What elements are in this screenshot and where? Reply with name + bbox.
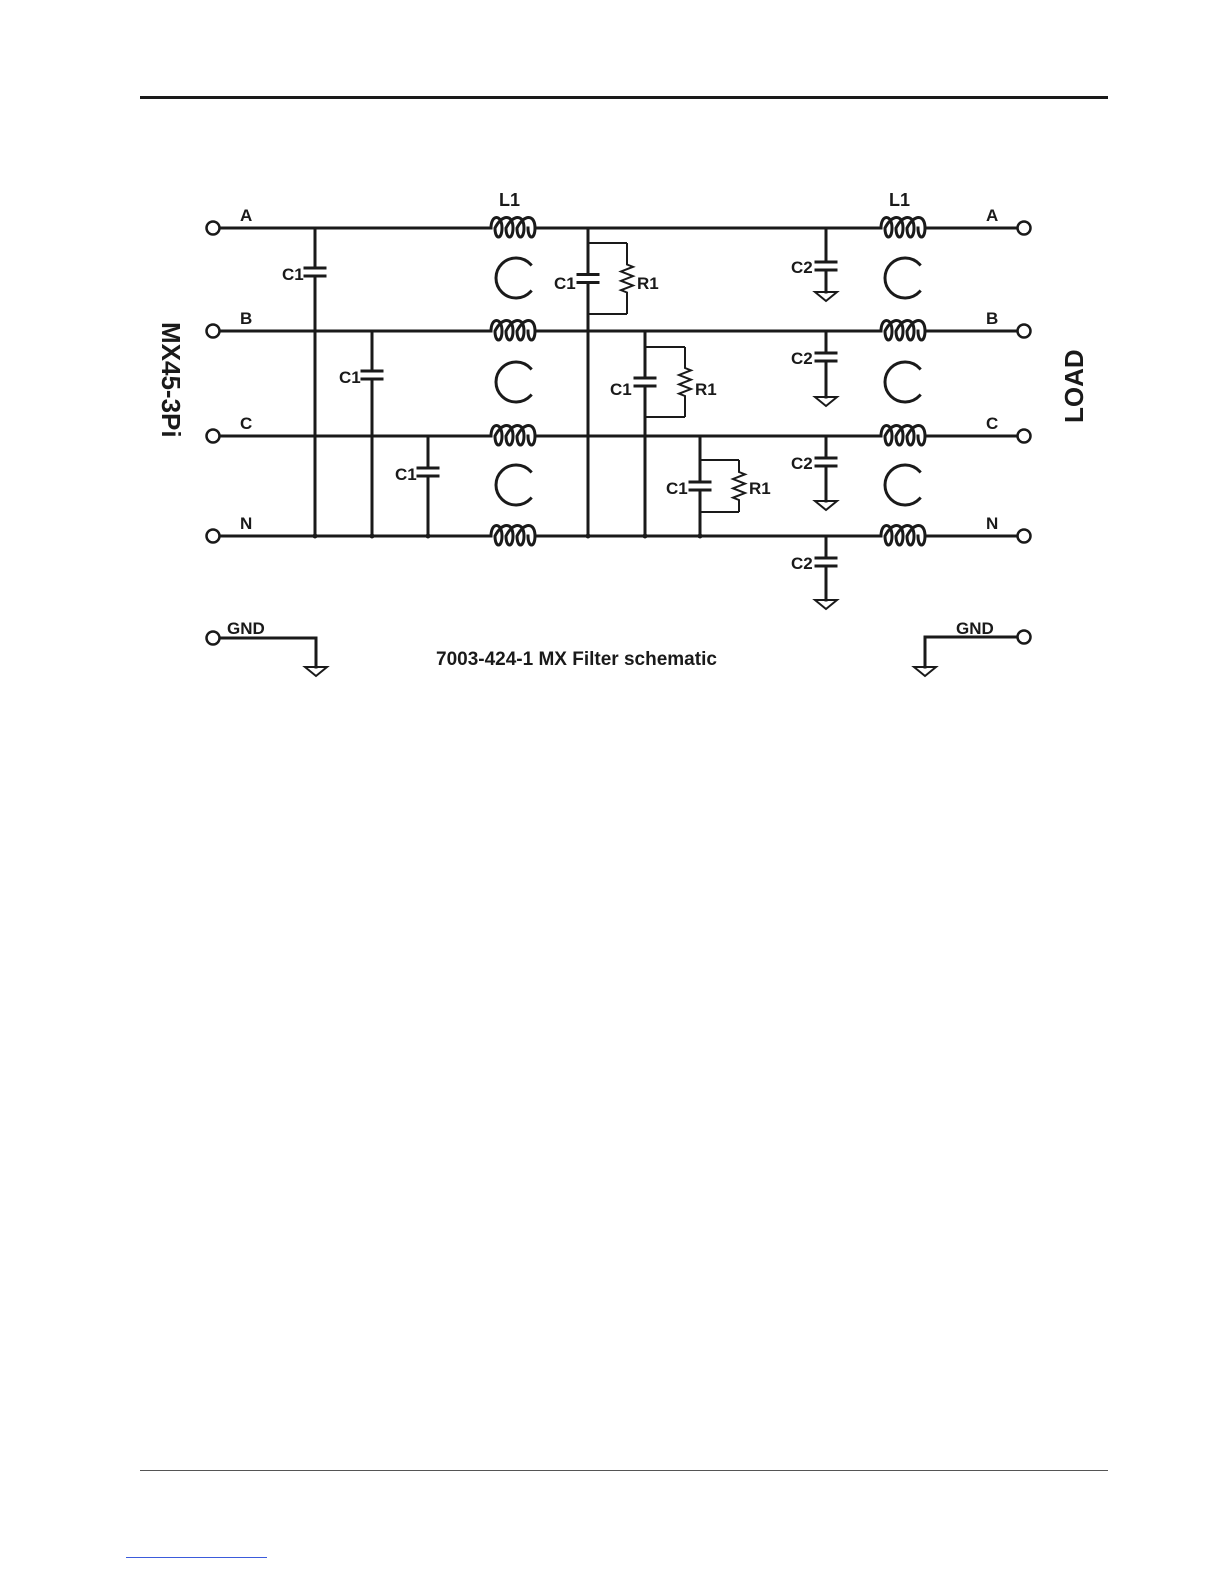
rc-2-r1-resistor bbox=[679, 347, 691, 417]
rc-1-r1-label: R1 bbox=[637, 274, 659, 293]
inductor-l1-left-c bbox=[486, 426, 542, 446]
footer-link-underline[interactable] bbox=[126, 1557, 267, 1558]
line-label-left-a: A bbox=[240, 206, 252, 225]
c2-1-label: C2 bbox=[791, 258, 813, 277]
line-label-left-b: B bbox=[240, 309, 252, 328]
footer-rule bbox=[140, 1470, 1108, 1471]
source-label: MX45-3Pi bbox=[156, 322, 186, 438]
c1-left-3-label: C1 bbox=[395, 465, 417, 484]
choke-core-3 bbox=[496, 465, 531, 505]
rc-3-c1-label: C1 bbox=[666, 479, 688, 498]
rc-3-r1-resistor bbox=[733, 460, 745, 512]
junction-left-1 bbox=[313, 534, 318, 539]
inductor-label-left: L1 bbox=[499, 190, 520, 210]
c2-3-label: C2 bbox=[791, 454, 813, 473]
inductor-label-right: L1 bbox=[889, 190, 910, 210]
choke-core-5 bbox=[885, 362, 920, 402]
c1-left-2-label: C1 bbox=[339, 368, 361, 387]
terminal-right-gnd bbox=[1018, 631, 1031, 644]
terminal-left-c bbox=[207, 430, 220, 443]
line-label-right-c: C bbox=[986, 414, 998, 433]
inductor-l1-right-b bbox=[876, 321, 932, 341]
c2-4-label: C2 bbox=[791, 554, 813, 573]
inductor-l1-left-a bbox=[486, 218, 542, 238]
rc-3-r1-label: R1 bbox=[749, 479, 771, 498]
rc-2-c1-label: C1 bbox=[610, 380, 632, 399]
terminal-left-b bbox=[207, 325, 220, 338]
c2-2-label: C2 bbox=[791, 349, 813, 368]
rc-2-r1-label: R1 bbox=[695, 380, 717, 399]
c1-left-1-label: C1 bbox=[282, 265, 304, 284]
rc-1-r1-resistor bbox=[621, 243, 633, 314]
line-label-right-b: B bbox=[986, 309, 998, 328]
line-label-left-c: C bbox=[240, 414, 252, 433]
line-label-left-n: N bbox=[240, 514, 252, 533]
gnd-right-label: GND bbox=[956, 619, 994, 638]
terminal-left-n bbox=[207, 530, 220, 543]
inductor-l1-left-b bbox=[486, 321, 542, 341]
gnd-left-label: GND bbox=[227, 619, 265, 638]
inductor-l1-right-c bbox=[876, 426, 932, 446]
inductor-l1-right-n bbox=[876, 526, 932, 546]
line-label-right-n: N bbox=[986, 514, 998, 533]
junction-left-2 bbox=[370, 534, 375, 539]
junction-rc-3 bbox=[698, 534, 703, 539]
junction-rc-2 bbox=[643, 534, 648, 539]
terminal-right-b bbox=[1018, 325, 1031, 338]
terminal-left-a bbox=[207, 222, 220, 235]
schematic-caption: 7003-424-1 MX Filter schematic bbox=[436, 649, 717, 670]
inductor-l1-right-a bbox=[876, 218, 932, 238]
choke-core-2 bbox=[496, 362, 531, 402]
choke-core-4 bbox=[885, 258, 920, 298]
rc-1-c1-label: C1 bbox=[554, 274, 576, 293]
load-label: LOAD bbox=[1059, 349, 1089, 423]
junction-left-3 bbox=[426, 534, 431, 539]
terminal-left-gnd bbox=[207, 632, 220, 645]
terminal-right-a bbox=[1018, 222, 1031, 235]
choke-core-1 bbox=[496, 258, 531, 298]
terminal-right-c bbox=[1018, 430, 1031, 443]
junction-rc-1 bbox=[586, 534, 591, 539]
inductor-l1-left-n bbox=[486, 526, 542, 546]
line-label-right-a: A bbox=[986, 206, 998, 225]
terminal-right-n bbox=[1018, 530, 1031, 543]
choke-core-6 bbox=[885, 465, 920, 505]
